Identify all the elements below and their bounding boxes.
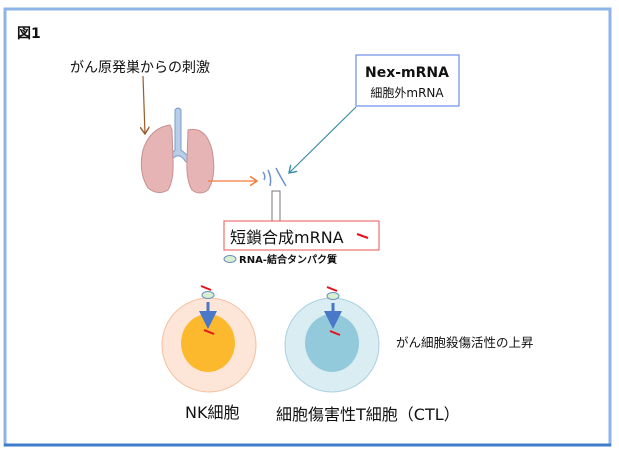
rna-binding-protein-icon [201,291,215,299]
ctl-cell [284,286,380,393]
lungs-icon [140,107,215,194]
figure-label: 図1 [17,26,41,42]
mrna-mark [200,285,212,291]
legend-label: RNA-結合タンパク質 [239,253,337,266]
rna-binding-protein-icon [326,292,340,300]
nex-mrna-box [355,54,460,107]
mrna-mark [203,329,215,335]
nex-mrna-subtitle: 細胞外mRNA [370,86,444,100]
mrna-mark [356,232,369,240]
effect-label: がん細胞殺傷活性の上昇 [396,335,534,350]
stimulus-arrow [143,75,145,134]
short-mrna-label: 短鎖合成mRNA [230,228,344,247]
nk-cell [161,285,257,393]
ctl-label: 細胞傷害性T細胞（CTL） [276,405,460,424]
rna-binding-protein-icon [223,255,237,263]
extracellular-mrna-icon [262,167,287,187]
stimulus-label: がん原発巣からの刺激 [70,59,210,76]
mrna-mark [329,330,341,336]
mrna-mark [326,286,338,292]
nex-mrna-title: Nex-mRNA [365,65,449,81]
short-mrna-box [223,220,380,251]
nex-to-rna-arrow [289,106,357,173]
nk-label: NK細胞 [185,403,239,422]
